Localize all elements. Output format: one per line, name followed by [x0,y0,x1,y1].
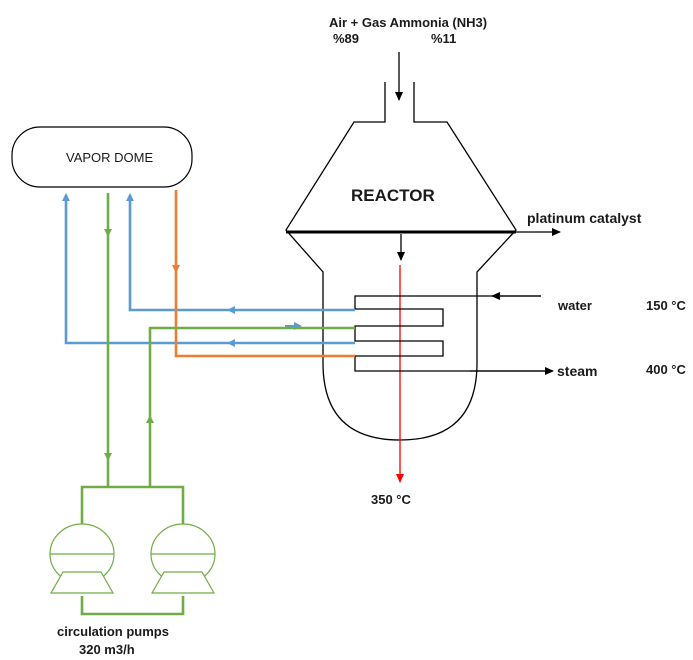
reactor-vessel [285,82,517,441]
steam-temp-label: 400 °C [646,362,686,377]
pumps-flow-label: 320 m3/h [79,642,135,657]
ammonia-percentage: %11 [431,31,457,46]
vapor-dome-vessel [11,126,193,188]
circulation-pump-icon [49,523,115,594]
pump-discharge-pipe [80,596,185,616]
reactor-label: REACTOR [351,186,435,205]
water-line-outer [64,195,355,345]
air-percentage: %89 [333,31,360,46]
pumps-label: circulation pumps [57,624,169,639]
water-line-inner [128,195,355,312]
water-label: water [558,298,592,313]
feed-title: Air + Gas Ammonia (NH3) [329,15,488,30]
vapor-dome-label: VAPOR DOME [66,150,154,165]
pump-header-pipe [80,485,185,524]
catalyst-label: platinum catalyst [527,210,642,226]
water-temp-label: 150 °C [646,298,686,313]
steam-return-line [174,190,355,358]
circulation-riser [148,326,355,487]
outlet-temp-label: 350 °C [371,492,411,507]
circulation-pump-icon [150,523,216,594]
heat-exchange-coil [354,295,552,372]
steam-label: steam [557,363,598,379]
